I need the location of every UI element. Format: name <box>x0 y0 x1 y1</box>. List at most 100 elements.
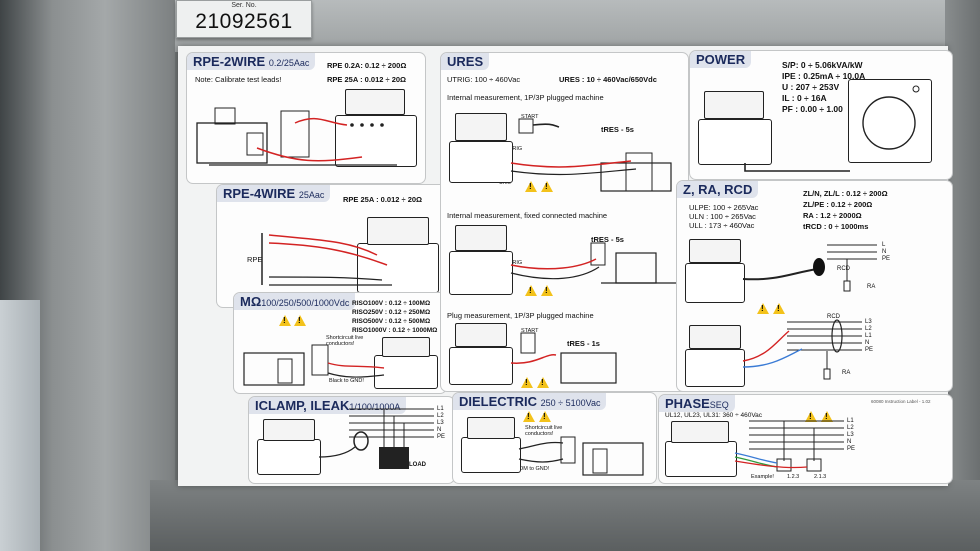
ures-lead: Ures <box>499 180 511 186</box>
tester-screen <box>467 417 515 439</box>
panel-ures: URES UTRIG: 100 ÷ 460Vac URES : 10 ÷ 460… <box>440 52 689 392</box>
wiring-diagram <box>518 436 644 476</box>
riso-500v: RISO500V : 0.12 ÷ 500MΩ <box>352 318 431 325</box>
panel-title: MΩ100/250/500/1000Vdc <box>234 293 356 310</box>
wiring-diagram <box>196 107 397 166</box>
power-u: U : 207 ÷ 253V <box>782 82 840 92</box>
tester-screen <box>704 91 764 119</box>
riso-1000v: RISO1000V : 0.12 ÷ 1000MΩ <box>352 327 438 334</box>
utrig-spec: UTRIG: 100 ÷ 460Vac <box>447 75 521 84</box>
tester-device <box>449 347 513 385</box>
wiring-diagram <box>742 244 877 380</box>
phase-l1: L1 <box>847 418 854 424</box>
power-il: IL : 0 ÷ 16A <box>782 93 827 103</box>
enclosure-bottom <box>150 480 980 551</box>
zlpe-spec: ZL/PE : 0.12 ÷ 200Ω <box>803 200 873 209</box>
tres-5s: tRES - 5s <box>601 125 634 134</box>
warning-icon <box>805 411 817 422</box>
ra-label: RA <box>867 284 876 290</box>
tester-device <box>685 349 745 387</box>
line-l3: L3 <box>865 319 872 325</box>
tester-screen <box>367 217 429 245</box>
window-glare <box>0 300 40 551</box>
com-gnd-note: COM to GND! <box>515 466 550 472</box>
warning-icon <box>294 315 306 326</box>
line-l: L <box>882 242 886 248</box>
rcd-label: RCD <box>837 266 850 272</box>
panel-iclamp-ileak: ICLAMP, ILEAK1/100/1000A LOAD L1 L2 L3 N… <box>248 396 455 484</box>
section-internal-fixed: Internal measurement, fixed connected ma… <box>447 211 608 220</box>
warning-icon <box>541 181 553 192</box>
example-label: Example! <box>751 474 774 480</box>
panel-title: POWER <box>690 51 752 68</box>
phaseseq-spec: UL12, UL23, UL31: 360 ÷ 460Vac <box>665 412 763 419</box>
warning-icon <box>541 285 553 296</box>
warning-icon <box>525 181 537 192</box>
wiring-diagram <box>243 344 385 386</box>
warning-icon <box>537 377 549 388</box>
spec-rpe-25a: RPE 25A : 0.012 ÷ 20Ω <box>343 195 423 204</box>
panel-title: DIELECTRIC 250 ÷ 5100Vac <box>453 393 607 410</box>
panel-rpe-4wire: RPE-4WIRE 25Aac RPE 25A : 0.012 ÷ 20Ω RP… <box>216 184 450 308</box>
warning-icon <box>521 377 533 388</box>
phase-l1: L1 <box>437 406 444 412</box>
riso-250v: RISO250V : 0.12 ÷ 250MΩ <box>352 309 431 316</box>
calibrate-note: Note: Calibrate test leads! <box>195 75 282 84</box>
shortcircuit-note: Shortcircuit live conductors! <box>326 335 364 347</box>
panel-insulation: MΩ100/250/500/1000Vdc RISO100V : 0.12 ÷ … <box>233 292 447 394</box>
panel-title: Z, RA, RCD <box>677 181 759 198</box>
tester-screen <box>671 421 729 443</box>
wiring-diagram <box>734 420 844 472</box>
ulpe-spec: ULPE: 100 ÷ 265Vac <box>689 203 759 212</box>
panel-title: PHASESEQ <box>659 395 735 412</box>
serial-caption: Ser. No. <box>231 2 257 9</box>
label-footer: 60080 Instruction Label - 1.02 <box>871 399 931 404</box>
instruction-label: RPE-2WIRE 0.2/25Aac Note: Calibrate test… <box>178 46 953 486</box>
tester-device <box>685 263 745 303</box>
zln-spec: ZL/N, ZL/L : 0.12 ÷ 200Ω <box>803 189 888 198</box>
phase-l2: L2 <box>437 413 444 419</box>
tester-device <box>461 437 521 473</box>
spec-rpe-02a: RPE 0.2A: 0.12 ÷ 200Ω <box>327 61 407 70</box>
warning-icon <box>773 303 785 314</box>
sequence-123: 1.2.3 <box>787 474 800 480</box>
panel-z-ra-rcd: Z, RA, RCD ULPE: 100 ÷ 265Vac ULN : 100 … <box>676 180 953 392</box>
tester-device <box>449 141 513 183</box>
panel-title: RPE-4WIRE 25Aac <box>217 185 331 202</box>
warning-icon <box>525 285 537 296</box>
trig-label: TRIG <box>509 146 523 152</box>
spec-rpe-25a: RPE 25A : 0.012 ÷ 20Ω <box>327 75 407 84</box>
power-ipe: IPE : 0.25mA ÷ 10.0A <box>782 71 866 81</box>
start-label: START <box>521 114 539 120</box>
warning-icon <box>539 411 551 422</box>
warning-icon <box>821 411 833 422</box>
panel-phase-sequence: PHASESEQ UL12, UL23, UL31: 360 ÷ 460Vac … <box>658 394 953 484</box>
tester-screen <box>455 225 507 251</box>
tres-5s: tRES - 5s <box>591 235 624 244</box>
warning-icon <box>523 411 535 422</box>
wiring-diagram <box>261 233 392 286</box>
phase-l2: L2 <box>847 425 854 431</box>
warning-icon <box>279 315 291 326</box>
power-pf: PF : 0.00 ÷ 1.00 <box>782 104 843 114</box>
trig-label: TRIG <box>509 260 523 266</box>
tester-screen <box>382 337 430 357</box>
phase-pe: PE <box>847 446 856 452</box>
line-n: N <box>882 249 887 255</box>
phase-l3: L3 <box>437 420 444 426</box>
serial-number: 21092561 <box>195 10 293 33</box>
line-n: N <box>865 340 870 346</box>
rcd-label: RCD <box>827 314 840 320</box>
warning-icon <box>757 303 769 314</box>
rpe-label: RPE <box>247 255 263 264</box>
tester-screen <box>345 89 405 115</box>
section-plug: Plug measurement, 1P/3P plugged machine <box>447 311 594 320</box>
power-sp: S/P: 0 ÷ 5.06kVA/kW <box>782 60 863 70</box>
phase-pe: PE <box>437 434 446 440</box>
trcd-spec: tRCD : 0 ÷ 1000ms <box>803 222 869 231</box>
tester-screen <box>455 323 507 347</box>
wiring-diagram <box>510 118 681 384</box>
wiring-diagram <box>744 85 920 172</box>
phase-n: N <box>847 439 852 445</box>
tester-device <box>698 119 772 165</box>
